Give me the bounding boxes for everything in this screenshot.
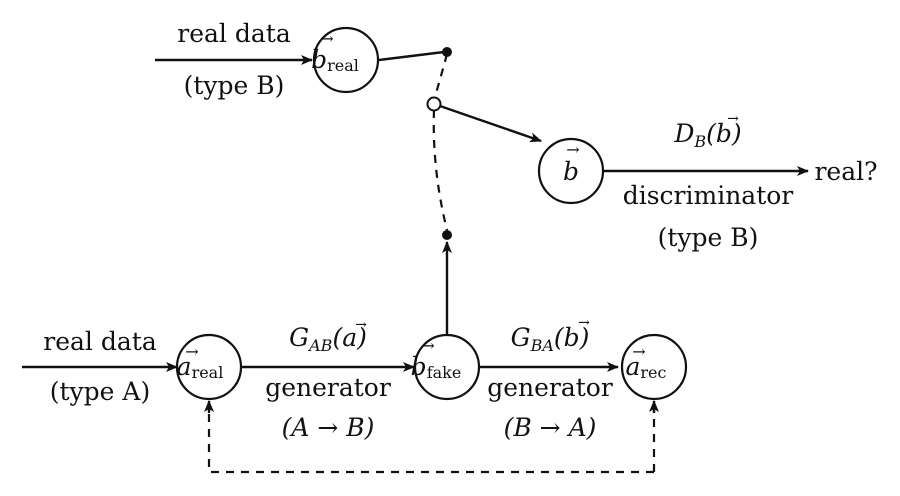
label-output-real: real? <box>814 157 877 186</box>
label-generator-ab: generator <box>265 373 391 402</box>
vec-arrow-b-fake: → <box>421 336 434 355</box>
svg-text:breal: breal <box>311 45 359 75</box>
vec-arrow-d-b: → <box>727 111 739 127</box>
vec-arrow-b-disc: → <box>566 140 579 159</box>
b-real-subscript: real <box>327 56 359 75</box>
label-real-data-b: real data <box>177 19 291 48</box>
node-b-real: breal → <box>311 26 380 94</box>
node-a-real: areal → <box>175 333 243 401</box>
label-dir-ab: (A → B) <box>282 413 375 442</box>
b-fake-subscript: fake <box>427 363 462 382</box>
label-generator-ba: generator <box>487 373 613 402</box>
a-rec-subscript: rec <box>640 363 666 382</box>
label-real-data-a: real data <box>43 327 157 356</box>
label-type-b-input: (type B) <box>184 71 285 100</box>
cycle-dashed-line <box>207 408 654 474</box>
edge-breal-switch <box>378 50 445 62</box>
switch-point-open <box>426 96 442 112</box>
vec-arrow-g-ba: → <box>578 315 590 331</box>
switch-dashed-top <box>432 53 449 101</box>
node-a-rec: arec → <box>620 333 688 401</box>
switch-dashed-bottom <box>432 109 449 231</box>
switch-point-top <box>442 47 452 57</box>
a-rec-symbol: a <box>626 352 641 381</box>
svg-text:bfake: bfake <box>411 352 462 382</box>
label-g-ab: GAB(a) <box>289 323 367 355</box>
label-d-b: DB(b) <box>673 119 741 151</box>
label-g-ba: GBA(b) <box>511 323 590 355</box>
node-b-discriminator: b → <box>537 137 605 205</box>
switch-point-bottom <box>442 230 452 240</box>
a-real-subscript: real <box>192 363 224 382</box>
label-discriminator: discriminator <box>623 181 794 210</box>
svg-text:arec: arec <box>626 352 667 382</box>
label-type-a: (type A) <box>50 377 150 406</box>
vec-arrow-g-ab: → <box>355 317 367 333</box>
b-fake-symbol: b <box>411 352 427 381</box>
b-disc-symbol: b <box>563 157 579 186</box>
vec-arrow-a-rec: → <box>632 342 645 361</box>
a-real-symbol: a <box>177 352 192 381</box>
label-dir-ba: (B → A) <box>504 413 597 442</box>
b-real-symbol: b <box>311 45 327 74</box>
svg-text:areal: areal <box>177 352 224 382</box>
vec-arrow-b-real: → <box>320 29 333 48</box>
edge-switch-disc <box>439 104 542 143</box>
vec-arrow-a-real: → <box>185 342 198 361</box>
label-type-b-disc: (type B) <box>658 223 759 252</box>
node-b-fake: bfake → <box>411 333 481 401</box>
